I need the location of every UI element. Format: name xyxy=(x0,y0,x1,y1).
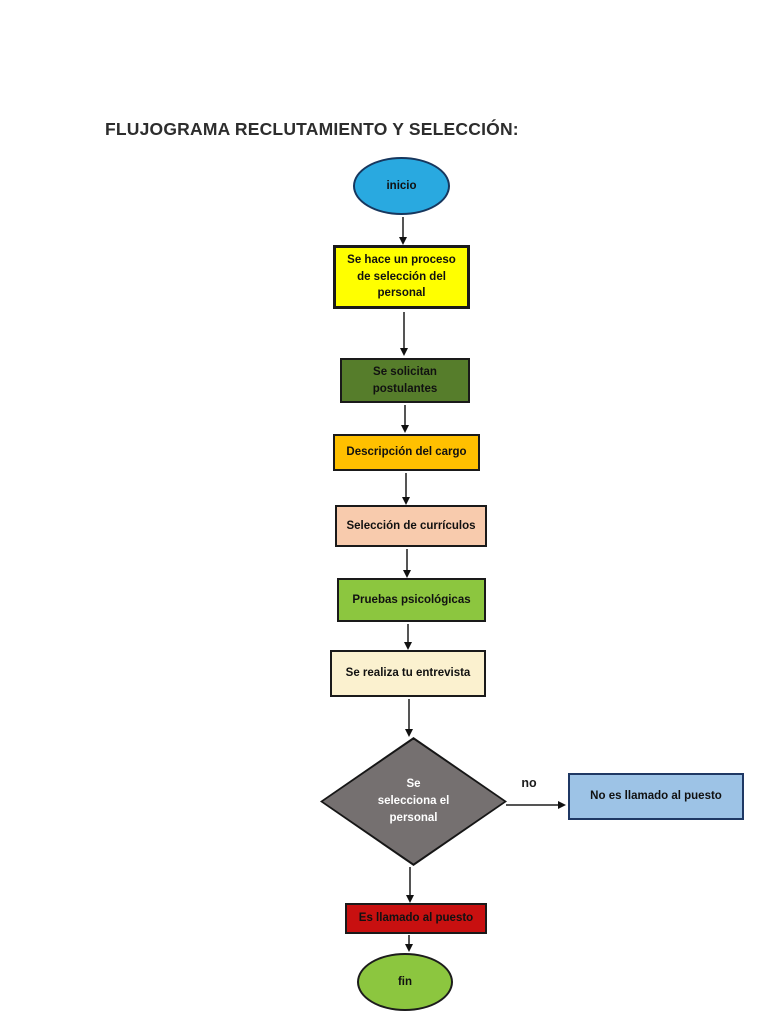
flow-node-seleccion-curriculos: Selección de currículos xyxy=(335,505,487,547)
flow-node-pruebas-psicologicas: Pruebas psicológicas xyxy=(337,578,486,622)
arrow-start-to-step1 xyxy=(402,217,404,237)
arrow-step2-to-step3 xyxy=(404,405,406,425)
flow-node-es-llamado: Es llamado al puesto xyxy=(345,903,487,934)
flow-node-label: Es llamado al puesto xyxy=(358,912,474,925)
flow-node-no-es-llamado: No es llamado al puesto xyxy=(568,773,744,820)
flow-node-end: fin xyxy=(357,953,453,1011)
page-title: FLUJOGRAMA RECLUTAMIENTO Y SELECCIÓN: xyxy=(105,119,519,139)
flow-node-solicitan-postulantes: Se solicitan postulantes xyxy=(340,358,470,403)
flow-node-label: Se solicitan postulantes xyxy=(372,365,438,395)
flow-node-label: No es llamado al puesto xyxy=(590,790,722,803)
flow-node-proceso-seleccion: Se hace un proceso de selección del pers… xyxy=(333,245,470,309)
flow-node-descripcion-cargo: Descripción del cargo xyxy=(333,434,480,471)
arrow-yes-node-to-end xyxy=(408,935,410,944)
flow-node-label: Descripción del cargo xyxy=(346,446,467,459)
flow-node-entrevista: Se realiza tu entrevista xyxy=(330,650,486,697)
arrow-step3-to-step4 xyxy=(405,473,407,497)
flow-node-label: Se realiza tu entrevista xyxy=(345,667,471,680)
flow-node-end-label: fin xyxy=(397,975,413,988)
flow-node-label: Pruebas psicológicas xyxy=(352,593,471,606)
arrow-decision-to-no-node xyxy=(506,804,558,806)
decision-label: Se selecciona el personal xyxy=(377,777,450,825)
arrow-step1-to-step2 xyxy=(403,312,405,348)
flow-node-start: inicio xyxy=(353,157,450,215)
arrow-decision-to-yes-node xyxy=(409,867,411,895)
flow-node-start-label: inicio xyxy=(386,179,417,192)
arrow-step5-to-step6 xyxy=(407,624,409,642)
arrow-step6-to-decision xyxy=(408,699,410,729)
arrow-step4-to-step5 xyxy=(406,549,408,570)
flow-node-decision-selecciona-personal: Se selecciona el personal xyxy=(320,737,507,866)
flow-node-label: Se hace un proceso de selección del pers… xyxy=(347,253,456,300)
flow-node-label: Selección de currículos xyxy=(346,519,476,532)
edge-label-no: no xyxy=(521,776,537,790)
